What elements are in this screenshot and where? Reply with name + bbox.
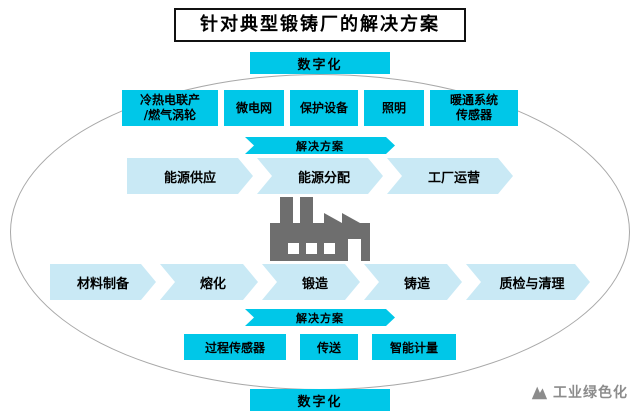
energy-flow-arrow-row: 能源供应 能源分配 工厂运营	[0, 158, 640, 194]
digital-box-conveying: 传送	[300, 334, 358, 360]
energy-step-distribution: 能源分配	[257, 158, 383, 194]
digital-services-box-row: 过程传感器 传送 智能计量	[0, 334, 640, 360]
digitalization-top-label: 数字化	[250, 52, 390, 74]
factory-icon	[270, 197, 370, 261]
solution-banner-bottom: 解决方案	[245, 309, 395, 326]
process-step-inspection-cleaning: 质检与清理	[466, 264, 590, 300]
energy-step-operation: 工厂运营	[387, 158, 513, 194]
energy-supply-box-row: 冷热电联产 /燃气涡轮 微电网 保护设备 照明 暖通系统 传感器	[0, 90, 640, 126]
digital-box-process-sensors: 过程传感器	[184, 334, 286, 360]
supply-box-protection-equipment: 保护设备	[290, 90, 358, 126]
supply-box-microgrid: 微电网	[224, 90, 284, 126]
process-step-forging: 锻造	[262, 264, 360, 300]
energy-step-supply: 能源供应	[127, 158, 253, 194]
diagram-title: 针对典型锻铸厂的解决方案	[174, 8, 466, 42]
process-step-melting: 熔化	[160, 264, 258, 300]
solution-banner-top: 解决方案	[245, 137, 395, 154]
process-step-material-prep: 材料制备	[50, 264, 156, 300]
supply-box-hvac-sensors: 暖通系统 传感器	[430, 90, 518, 126]
supply-box-lighting: 照明	[364, 90, 424, 126]
supply-box-chp-gas-turbine: 冷热电联产 /燃气涡轮	[122, 90, 218, 126]
production-flow-arrow-row: 材料制备 熔化 锻造 铸造 质检与清理	[0, 264, 640, 300]
digitalization-bottom-label: 数字化	[250, 389, 390, 411]
brand-name: 工业绿色化	[553, 385, 628, 401]
brand-logo-icon	[531, 386, 548, 400]
process-step-casting: 铸造	[364, 264, 462, 300]
brand-watermark: 工业绿色化	[530, 382, 628, 402]
digital-box-smart-metering: 智能计量	[372, 334, 456, 360]
